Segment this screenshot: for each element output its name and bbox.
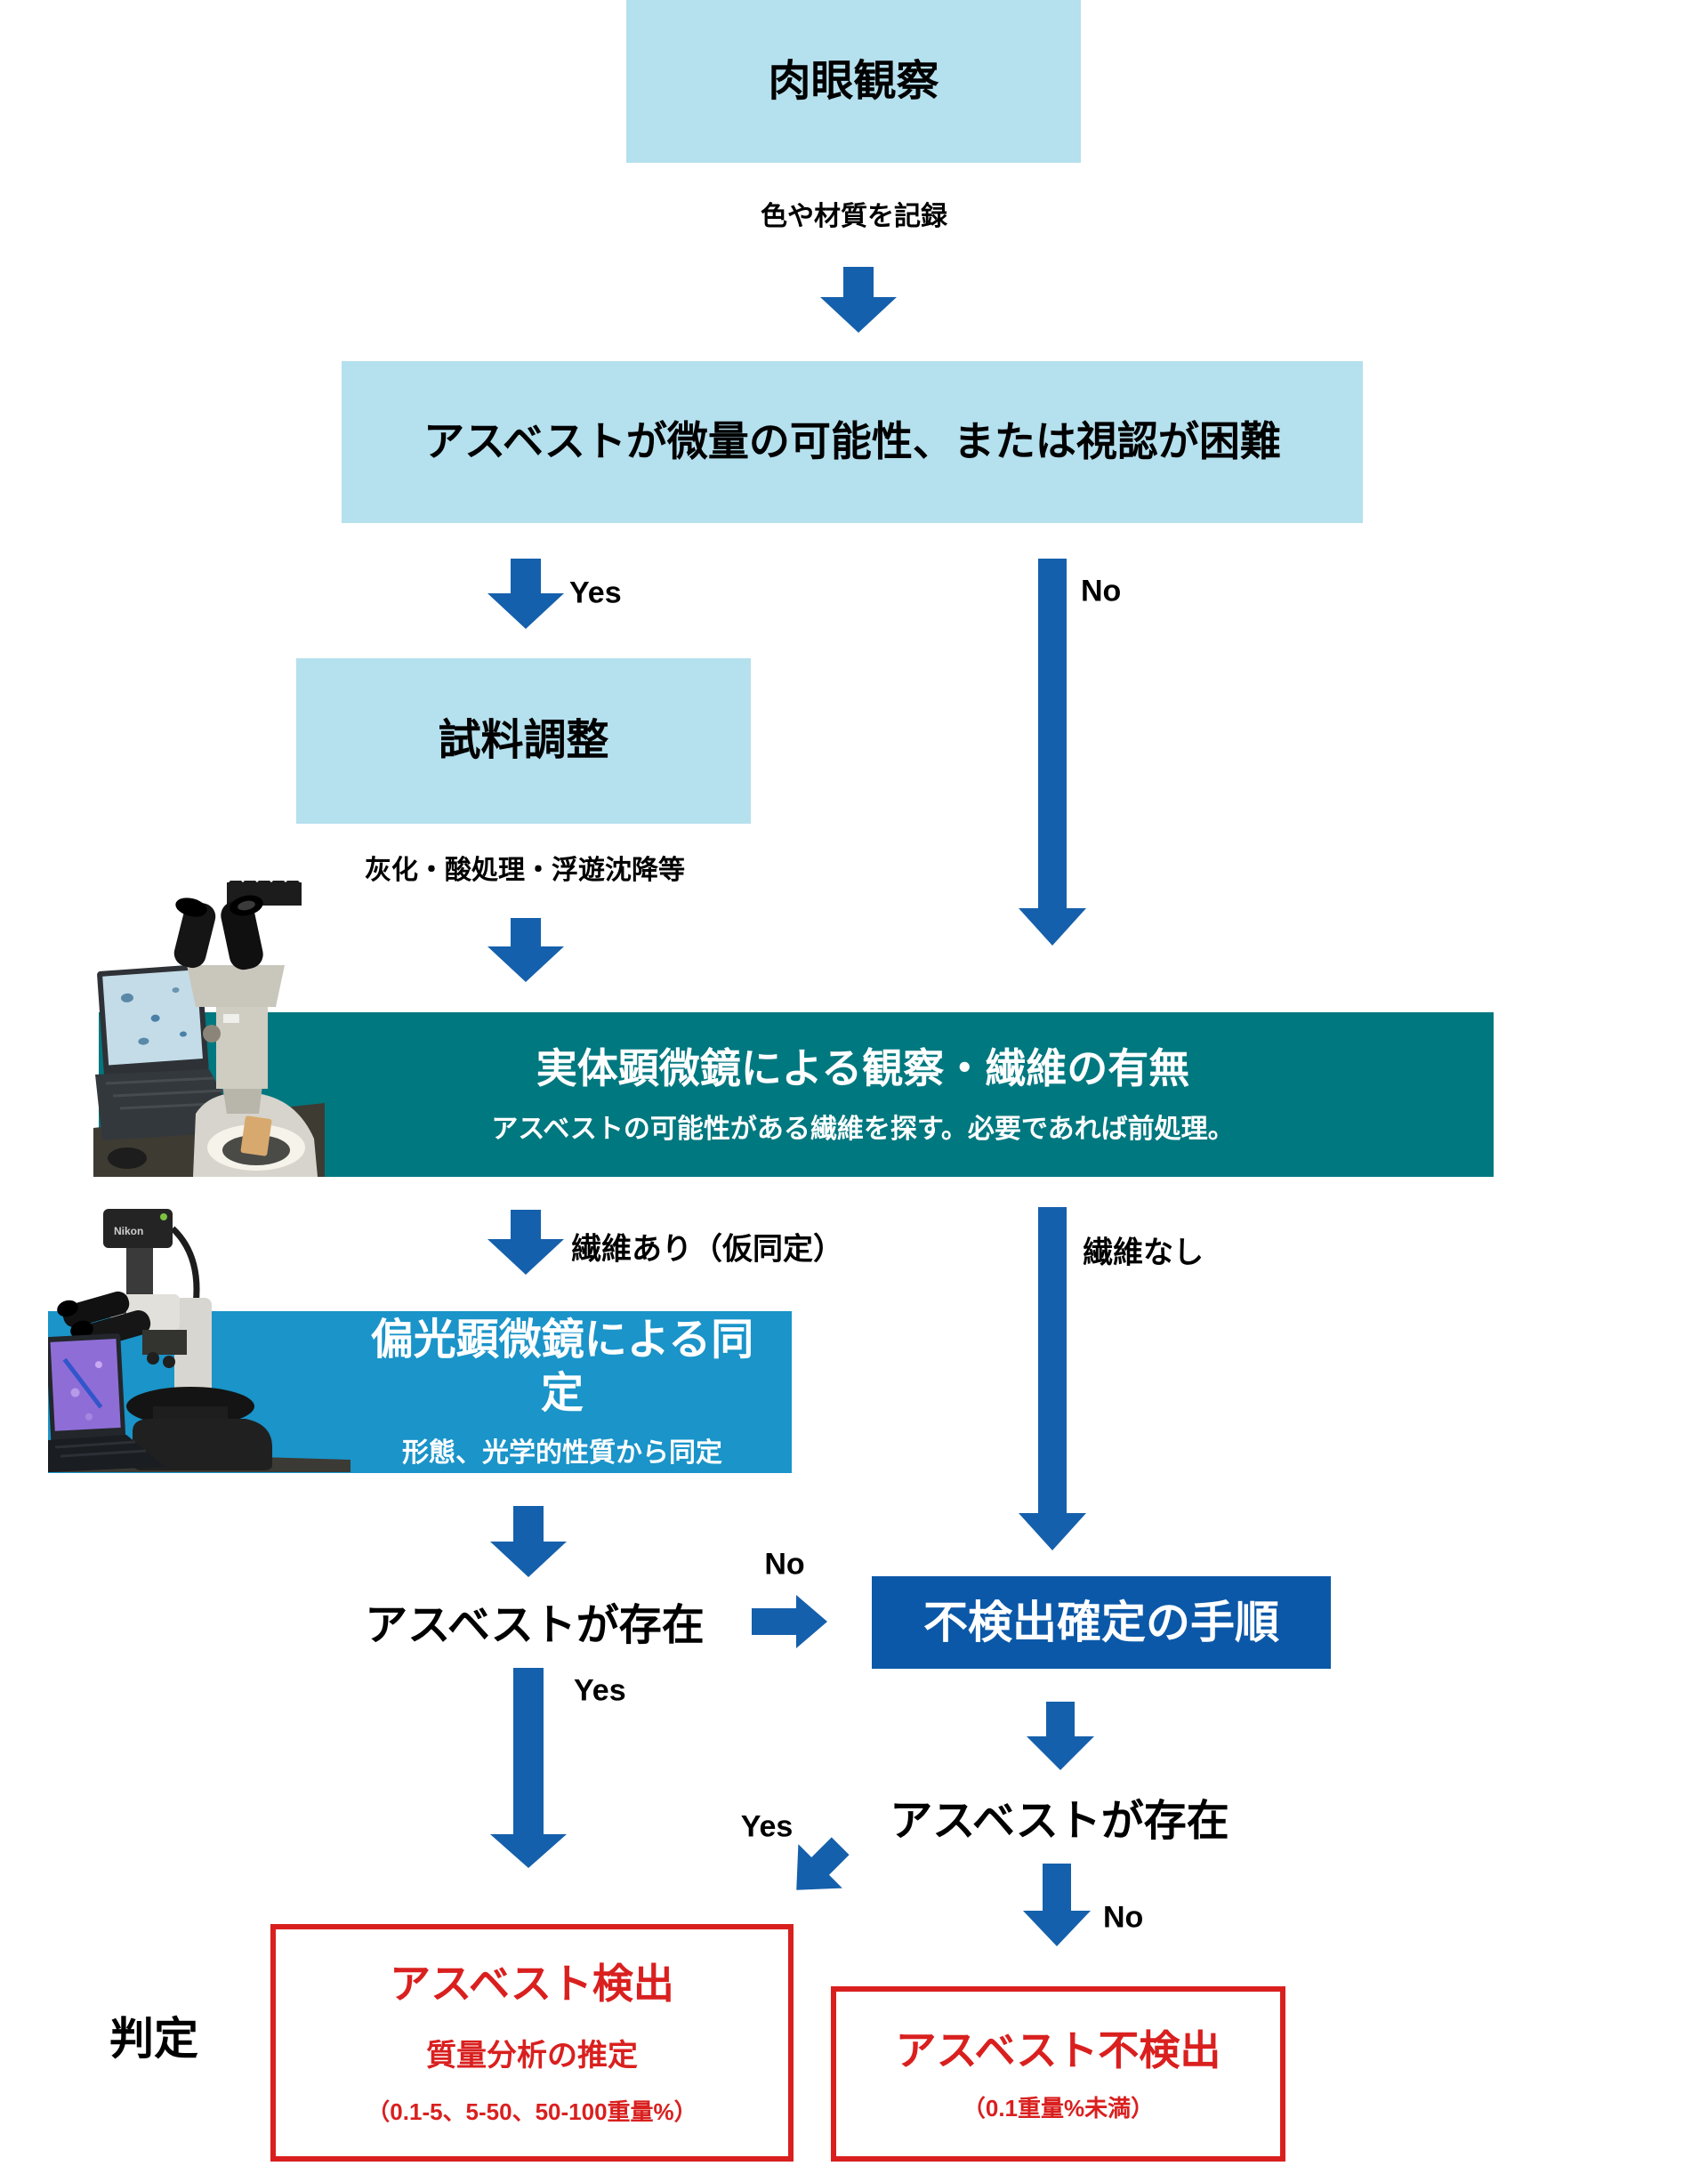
node-trace-possibility-label: アスベストが微量の可能性、または視認が困難 [423, 418, 1281, 465]
node-stereo-subtitle: アスベストの可能性がある繊維を探す。必要であれば前処理。 [491, 1114, 1235, 1144]
node-polarized-title: 偏光顕微鏡による同定 [370, 1317, 754, 1418]
label-branch4-no: No [1103, 1900, 1144, 1935]
node-stereo-title: 実体顕微鏡による観察・繊維の有無 [536, 1045, 1190, 1091]
laptop [97, 964, 209, 1078]
node-trace-possibility: アスベストが微量の可能性、または視認が困難 [342, 361, 1363, 523]
arrow-branch2-no [1019, 1207, 1086, 1550]
detected-range: （0.1-5、5-50、50-100重量%） [367, 2098, 697, 2126]
arrow-branch4-yes-diagonal [796, 1837, 850, 1890]
nosepiece [142, 1330, 187, 1355]
computer-mouse [108, 1147, 147, 1169]
stereo-microscope-with-laptop-photo [93, 881, 325, 1177]
not-detected-range: （0.1重量%未満） [962, 2095, 1155, 2122]
microscope-base [133, 1419, 272, 1470]
label-judgment: 判定 [109, 2014, 198, 2064]
arrow-prep-to-stereo [487, 918, 564, 982]
camera [103, 1209, 173, 1248]
microscope-head [187, 965, 285, 1007]
label-branch1-no: No [1081, 574, 1122, 608]
label-branch4-yes: Yes [740, 1809, 794, 1844]
node-visual-observation-label: 肉眼観察 [768, 57, 939, 105]
detected-subtitle: 質量分析の推定 [426, 2038, 638, 2073]
camera-brand-label: Nikon [114, 1225, 143, 1237]
sample [240, 1115, 272, 1156]
label-branch2-no: 繊維なし [1083, 1236, 1204, 1270]
arrow-branch3-no-right [752, 1595, 827, 1648]
microscope-arm [174, 1298, 212, 1410]
eyepiece-left [173, 901, 216, 969]
node-nondetect-procedure: 不検出確定の手順 [872, 1576, 1331, 1669]
eyepiece-upper [62, 1291, 130, 1328]
node-asbestos-not-detected: アスベスト不検出 （0.1重量%未満） [831, 1986, 1285, 2162]
label-branch2-yes: 繊維あり（仮同定） [571, 1232, 843, 1267]
arrow-branch1-no [1019, 559, 1086, 946]
node-asbestos-detected: アスベスト検出 質量分析の推定 （0.1-5、5-50、50-100重量%） [270, 1924, 794, 2162]
node-sample-prep-label: 試料調整 [438, 717, 609, 764]
caption-prep-methods: 灰化・酸処理・浮遊沈降等 [365, 856, 685, 885]
node-polarized-subtitle: 形態、光学的性質から同定 [402, 1438, 722, 1469]
node-nondetect-procedure-label: 不検出確定の手順 [923, 1597, 1279, 1647]
arrow-branch2-yes [487, 1210, 564, 1275]
label-branch3-yes: Yes [574, 1673, 626, 1708]
label-branch1-yes: Yes [569, 576, 622, 610]
arrow-branch4-no-down [1023, 1864, 1091, 1946]
arrow-branch1-yes [487, 559, 564, 629]
node-visual-observation: 肉眼観察 [626, 0, 1081, 163]
polarized-light-microscope-with-laptop-photo: Nikon [48, 1209, 350, 1472]
label-branch3-no: No [764, 1547, 805, 1582]
arrow-visual-to-trace [820, 267, 897, 333]
not-detected-title: アスベスト不検出 [895, 2026, 1221, 2073]
arrow-branch3-yes-down [490, 1668, 567, 1868]
label-asbestos-present-left: アスベストが存在 [365, 1602, 705, 1649]
label-asbestos-present-right: アスベストが存在 [890, 1798, 1229, 1845]
detected-title: アスベスト検出 [390, 1961, 674, 2008]
laptop [48, 1333, 126, 1444]
node-sample-prep: 試料調整 [296, 658, 751, 824]
caption-record-color-material: 色や材質を記録 [761, 202, 947, 231]
camera-tube [126, 1248, 153, 1300]
arrow-nondetect-to-present [1027, 1702, 1094, 1770]
arrow-polarized-to-present [490, 1506, 567, 1577]
node-stereo-observation: 実体顕微鏡による観察・繊維の有無 アスベストの可能性がある繊維を探す。必要であれ… [99, 1012, 1494, 1177]
eyepiece-right [221, 899, 263, 970]
